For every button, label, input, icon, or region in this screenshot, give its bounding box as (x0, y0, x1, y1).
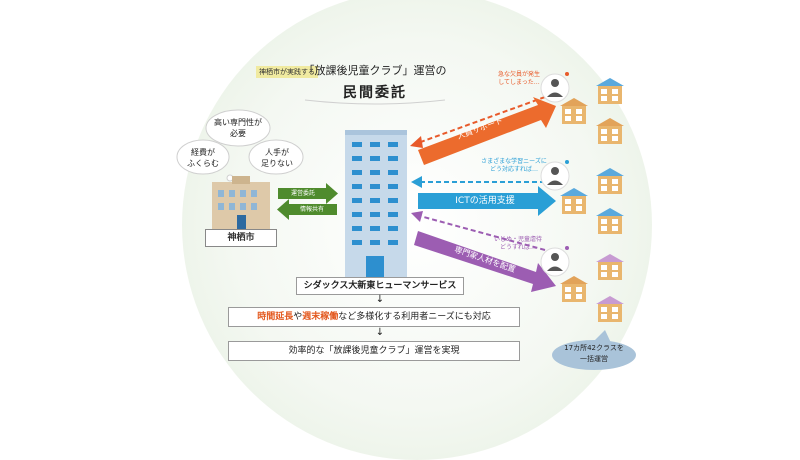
house-icon (596, 254, 624, 280)
speech-sudden-vacancy: 急な欠員が発生 してしまった… (497, 71, 540, 86)
speech-bullying-abuse: いじめ・児童虐待 どうすれば… (493, 236, 542, 251)
need-connector: や (293, 312, 303, 322)
header-tag: 神栖市が実践する (256, 66, 318, 78)
dashed-arrow-middle (411, 176, 545, 188)
person-icon-3 (540, 246, 570, 277)
result-box: 効率的な「放課後児童クラブ」運営を実現 (228, 341, 520, 361)
company-name-box: シダックス大新東ヒューマンサービス (296, 277, 464, 295)
band-arrow-specialist (414, 231, 556, 292)
needs-box: 時間延長や週末稼働など多様化する利用者ニーズにも対応 (228, 307, 520, 327)
operation-bubble-shape (552, 340, 636, 370)
house-icons (560, 78, 624, 322)
city-label: 神栖市 (205, 229, 277, 247)
cloud-right (248, 139, 304, 175)
cloud-text-cost: 経費が ふくらむ (187, 148, 219, 168)
label-information-sharing: 情報共有 (299, 206, 324, 213)
house-icon (596, 296, 624, 322)
company-building (345, 130, 407, 280)
house-icon (596, 118, 624, 144)
dashed-arrow-bottom (411, 211, 546, 251)
label-operation-commission: 運営委託 (290, 190, 315, 197)
house-icon (596, 208, 624, 234)
operation-bubble-text: 17カ所42クラスを 一括運営 (552, 343, 636, 365)
bubble-line-2: 一括運営 (580, 355, 608, 363)
flow-arrow-1: ↓ (375, 294, 385, 305)
title-arc (304, 99, 446, 105)
dashed-arrow-top (410, 96, 546, 148)
diagram-graphics (176, 72, 636, 370)
need-extended-hours: 時間延長 (257, 312, 294, 322)
diagram-title: 「放課後児童クラブ」運営の (303, 64, 447, 77)
bubble-line-1: 17カ所42クラスを (564, 344, 624, 352)
arrow-information-sharing (277, 199, 337, 220)
label-ict-support: ICTの活用支援 (455, 196, 515, 206)
person-icon-1 (540, 72, 570, 103)
flow-arrow-2: ↓ (375, 327, 385, 338)
house-icon (596, 78, 624, 104)
person-icon-2 (540, 160, 570, 191)
arrow-operation-commission (278, 183, 338, 204)
band-arrow-staff-support (418, 97, 556, 165)
house-icon (560, 276, 588, 302)
need-weekend-operation: 週末稼働 (302, 312, 339, 322)
house-icon (560, 98, 588, 124)
speech-learning-needs: さまざまな学習ニーズに どう対応すれば… (481, 158, 547, 173)
band-arrow-ict-support (418, 186, 556, 216)
city-hall-building (212, 176, 270, 230)
cloud-top (205, 109, 271, 147)
cloud-text-expertise: 高い専門性が 必要 (214, 118, 262, 138)
house-icon (596, 168, 624, 194)
diagram-stage: 神栖市が実践する 「放課後児童クラブ」運営の 民間委託 (176, 0, 652, 460)
cloud-text-staff: 人手が 足りない (261, 148, 293, 168)
house-icon (560, 188, 588, 214)
need-rest: など多様化する利用者ニーズにも対応 (338, 312, 491, 322)
diagram-subtitle: 民間委託 (343, 85, 407, 101)
cloud-left (176, 139, 230, 175)
